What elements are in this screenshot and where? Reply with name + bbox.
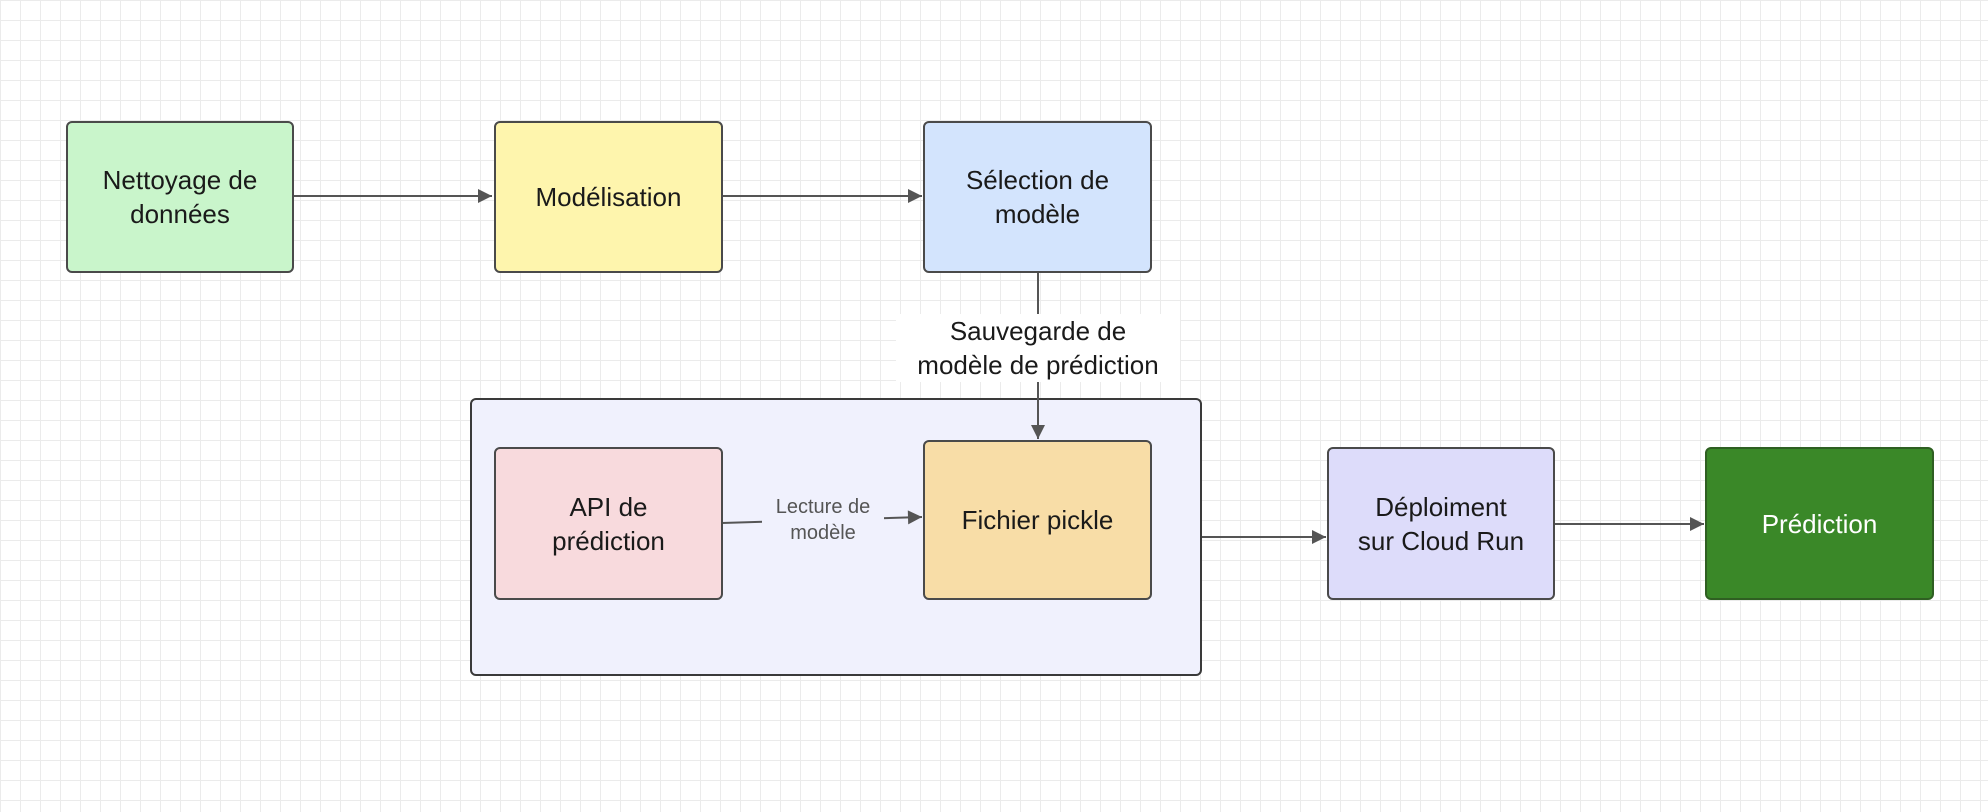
node-data-cleaning[interactable]: Nettoyage de données [66, 121, 294, 273]
node-prediction-label: Prédiction [1761, 508, 1878, 539]
node-data-cleaning-label: Nettoyage de données [102, 165, 258, 229]
node-modeling-label: Modélisation [535, 182, 682, 212]
edge-label-save-model: Sauvegarde de modèle de prédiction [896, 314, 1180, 382]
node-model-selection[interactable]: Sélection de modèle [923, 121, 1152, 273]
node-model-selection-label: Sélection de modèle [965, 165, 1110, 229]
node-pickle-file-label: Fichier pickle [961, 505, 1114, 535]
node-modeling[interactable]: Modélisation [494, 121, 723, 273]
node-prediction-api-label: API de prédiction [552, 491, 665, 556]
node-prediction[interactable]: Prédiction [1705, 447, 1934, 600]
edge-label-read-model: Lecture de modèle [762, 494, 884, 546]
node-prediction-api[interactable]: API de prédiction [494, 447, 723, 600]
node-cloud-run-deployment-label: Déploiment sur Cloud Run [1357, 491, 1525, 556]
node-cloud-run-deployment[interactable]: Déploiment sur Cloud Run [1327, 447, 1555, 600]
node-pickle-file[interactable]: Fichier pickle [923, 440, 1152, 600]
